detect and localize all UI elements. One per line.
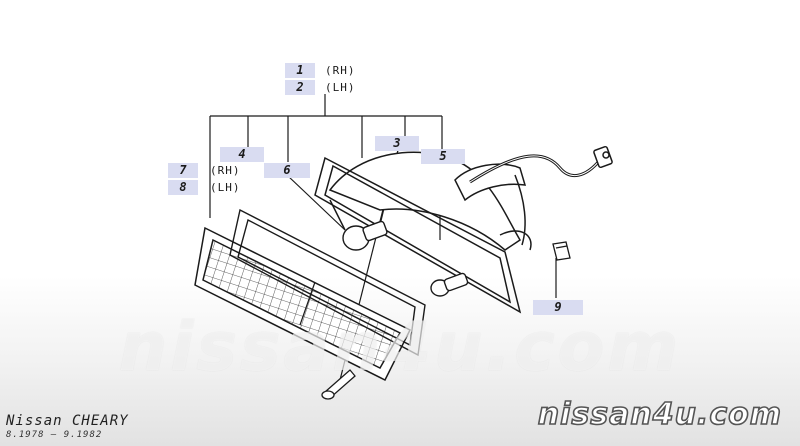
callout-1: 1 (285, 63, 315, 78)
lh-label: (LH) (325, 81, 356, 94)
callout-stack-1-2: 1 2 (285, 63, 315, 97)
screw (321, 369, 356, 400)
callout-4: 4 (220, 147, 264, 162)
housing-gasket (314, 156, 522, 314)
callout-9: 9 (533, 300, 583, 315)
brand-logo: nissan4u.com (537, 396, 782, 433)
callout-5: 5 (421, 149, 465, 164)
watermark: nissan4u.com (118, 308, 682, 387)
model-title: Nissan CHEARY (6, 413, 129, 429)
lamp-housing (328, 145, 613, 251)
bulbs (342, 220, 469, 297)
side-labels-7-8: (RH) (LH) (210, 162, 241, 196)
callout-7: 7 (168, 163, 198, 178)
rh-label: (RH) (210, 164, 241, 177)
callout-stack-7-8: 7 8 (168, 163, 198, 197)
lamp-lens (194, 226, 412, 382)
side-labels-1-2: (RH) (LH) (325, 62, 356, 96)
lens-gasket (229, 208, 426, 357)
lh-label: (LH) (210, 181, 241, 194)
model-years: 8.1978 – 9.1982 (6, 430, 103, 440)
callout-3: 3 (375, 136, 419, 151)
clip (552, 241, 571, 261)
callout-6: 6 (264, 163, 310, 178)
rh-label: (RH) (325, 64, 356, 77)
callout-2: 2 (285, 80, 315, 95)
callout-8: 8 (168, 180, 198, 195)
